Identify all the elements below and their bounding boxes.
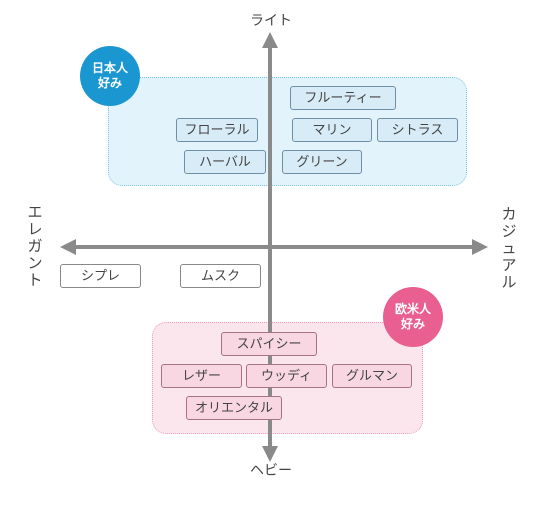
vertical-label-char: ト — [27, 271, 43, 289]
note-spicy: スパイシー — [221, 332, 317, 356]
vertical-label-char: ュ — [501, 239, 517, 257]
vertical-label-char: ジ — [501, 222, 517, 240]
arrow-right-icon — [472, 239, 488, 255]
axis-label-casual: カジュアル — [500, 206, 518, 291]
western-preference-badge: 欧米人 好み — [383, 287, 443, 347]
badge-japan-line1: 日本人 — [91, 61, 128, 75]
note-fruity: フルーティー — [290, 86, 396, 110]
note-citrus: シトラス — [377, 118, 458, 142]
japanese-preference-badge: 日本人 好み — [80, 46, 140, 106]
axis-label-heavy: ヘビー — [250, 463, 292, 479]
note-chypre: シプレ — [60, 264, 141, 288]
vertical-label-char: レ — [27, 220, 43, 238]
arrow-down-icon — [262, 446, 278, 462]
axis-label-elegant: エレガント — [26, 204, 44, 289]
note-floral: フローラル — [176, 118, 258, 142]
badge-japan-line2: 好み — [97, 76, 122, 90]
vertical-label-char: ル — [501, 273, 517, 291]
vertical-label-char: ガ — [27, 237, 43, 255]
note-woody: ウッディ — [246, 364, 327, 388]
note-marine: マリン — [292, 118, 372, 142]
note-leather: レザー — [161, 364, 242, 388]
arrow-left-icon — [60, 239, 76, 255]
badge-western-line2: 好み — [400, 317, 425, 331]
badge-western-line1: 欧米人 — [394, 302, 431, 316]
arrow-up-icon — [262, 32, 278, 48]
note-herbal: ハーバル — [184, 150, 266, 174]
vertical-label-char: エ — [27, 203, 43, 221]
axis-label-light: ライト — [250, 13, 292, 29]
note-gourmand: グルマン — [332, 364, 412, 388]
vertical-label-char: ア — [501, 256, 517, 274]
note-green: グリーン — [282, 150, 362, 174]
vertical-label-char: ン — [27, 254, 43, 272]
note-oriental: オリエンタル — [186, 396, 282, 420]
vertical-label-char: カ — [501, 205, 517, 223]
note-musk: ムスク — [180, 264, 261, 288]
